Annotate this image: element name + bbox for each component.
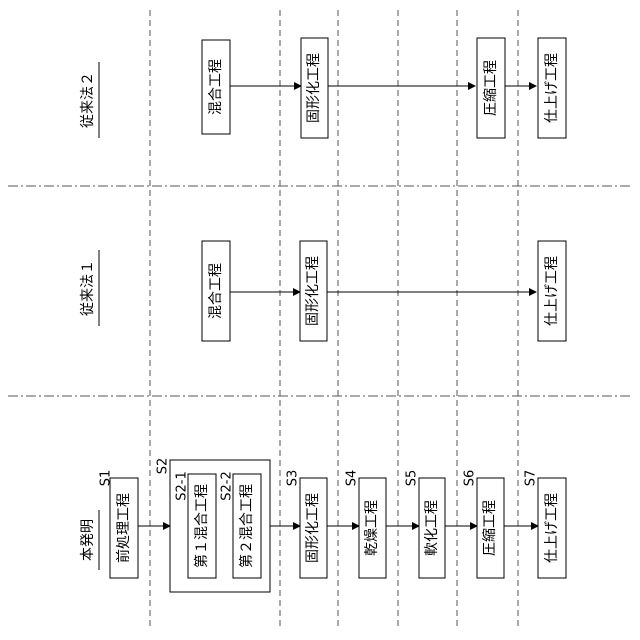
mixing-step-box: 混合工程: [202, 40, 230, 134]
solidifying-step-box: 固形化工程: [300, 478, 327, 578]
solidifying-step-label: 固形化工程: [305, 493, 321, 563]
finishing-step-box: 仕上げ工程: [538, 478, 566, 578]
solidifying-step-label: 固形化工程: [306, 53, 322, 123]
step-label-s2-2: S2-2: [220, 471, 235, 501]
drying-step-label: 乾燥工程: [364, 500, 380, 556]
step-label-s4: S4: [345, 470, 360, 487]
compression-step-label: 圧縮工程: [482, 500, 498, 556]
drying-step-box: 乾燥工程: [359, 478, 386, 578]
first-mixing-step-label: 第１混合工程: [193, 484, 210, 568]
compression-step-box: 圧縮工程: [477, 478, 504, 578]
section-label-conventional-1: 従来法１: [80, 250, 99, 326]
step-label-s5: S5: [405, 470, 420, 487]
step-label-s2: S2: [156, 458, 171, 475]
step-label-s7: S7: [524, 470, 539, 487]
mixing-step-box: 混合工程: [202, 241, 230, 341]
softening-step-box: 軟化工程: [419, 478, 445, 578]
section-label-conventional-2: 従来法２: [80, 62, 99, 138]
section-label-text: 従来法２: [80, 72, 96, 128]
first-mixing-step-box: 第１混合工程: [188, 474, 216, 578]
row-conventional-1: 混合工程 固形化工程 仕上げ工程: [202, 241, 566, 341]
solidifying-step-box: 固形化工程: [301, 38, 328, 138]
step-label-s6: S6: [463, 470, 478, 487]
section-label-text: 従来法１: [80, 260, 96, 316]
section-label-current-invention: 本発明: [80, 510, 99, 570]
finishing-step-label: 仕上げ工程: [544, 493, 560, 563]
second-mixing-step-label: 第２混合工程: [238, 484, 255, 568]
compression-step-label: 圧縮工程: [483, 60, 499, 116]
mixing-step-label: 混合工程: [208, 59, 224, 115]
section-label-text: 本発明: [80, 519, 96, 561]
solidifying-step-box: 固形化工程: [300, 241, 327, 341]
solidifying-step-label: 固形化工程: [305, 256, 321, 326]
row-current-invention: 前処理工程 S1 S2 第１混合工程 S2-1 第２混合工程 S2-2 固形化工…: [99, 458, 567, 592]
pretreatment-step-box: 前処理工程: [110, 478, 138, 578]
finishing-step-box: 仕上げ工程: [538, 241, 566, 341]
compression-step-box: 圧縮工程: [477, 38, 505, 138]
step-label-s3: S3: [286, 470, 301, 487]
softening-step-label: 軟化工程: [424, 500, 440, 556]
second-mixing-step-box: 第２混合工程: [233, 474, 261, 578]
step-label-s1: S1: [99, 470, 114, 487]
row-conventional-2: 混合工程 固形化工程 圧縮工程 仕上げ工程: [202, 38, 566, 138]
finishing-step-label: 仕上げ工程: [544, 256, 560, 326]
finishing-step-box: 仕上げ工程: [538, 38, 566, 138]
pretreatment-step-label: 前処理工程: [115, 493, 132, 563]
step-label-s2-1: S2-1: [175, 471, 190, 501]
finishing-step-label: 仕上げ工程: [544, 53, 560, 123]
mixing-step-label: 混合工程: [208, 263, 224, 319]
